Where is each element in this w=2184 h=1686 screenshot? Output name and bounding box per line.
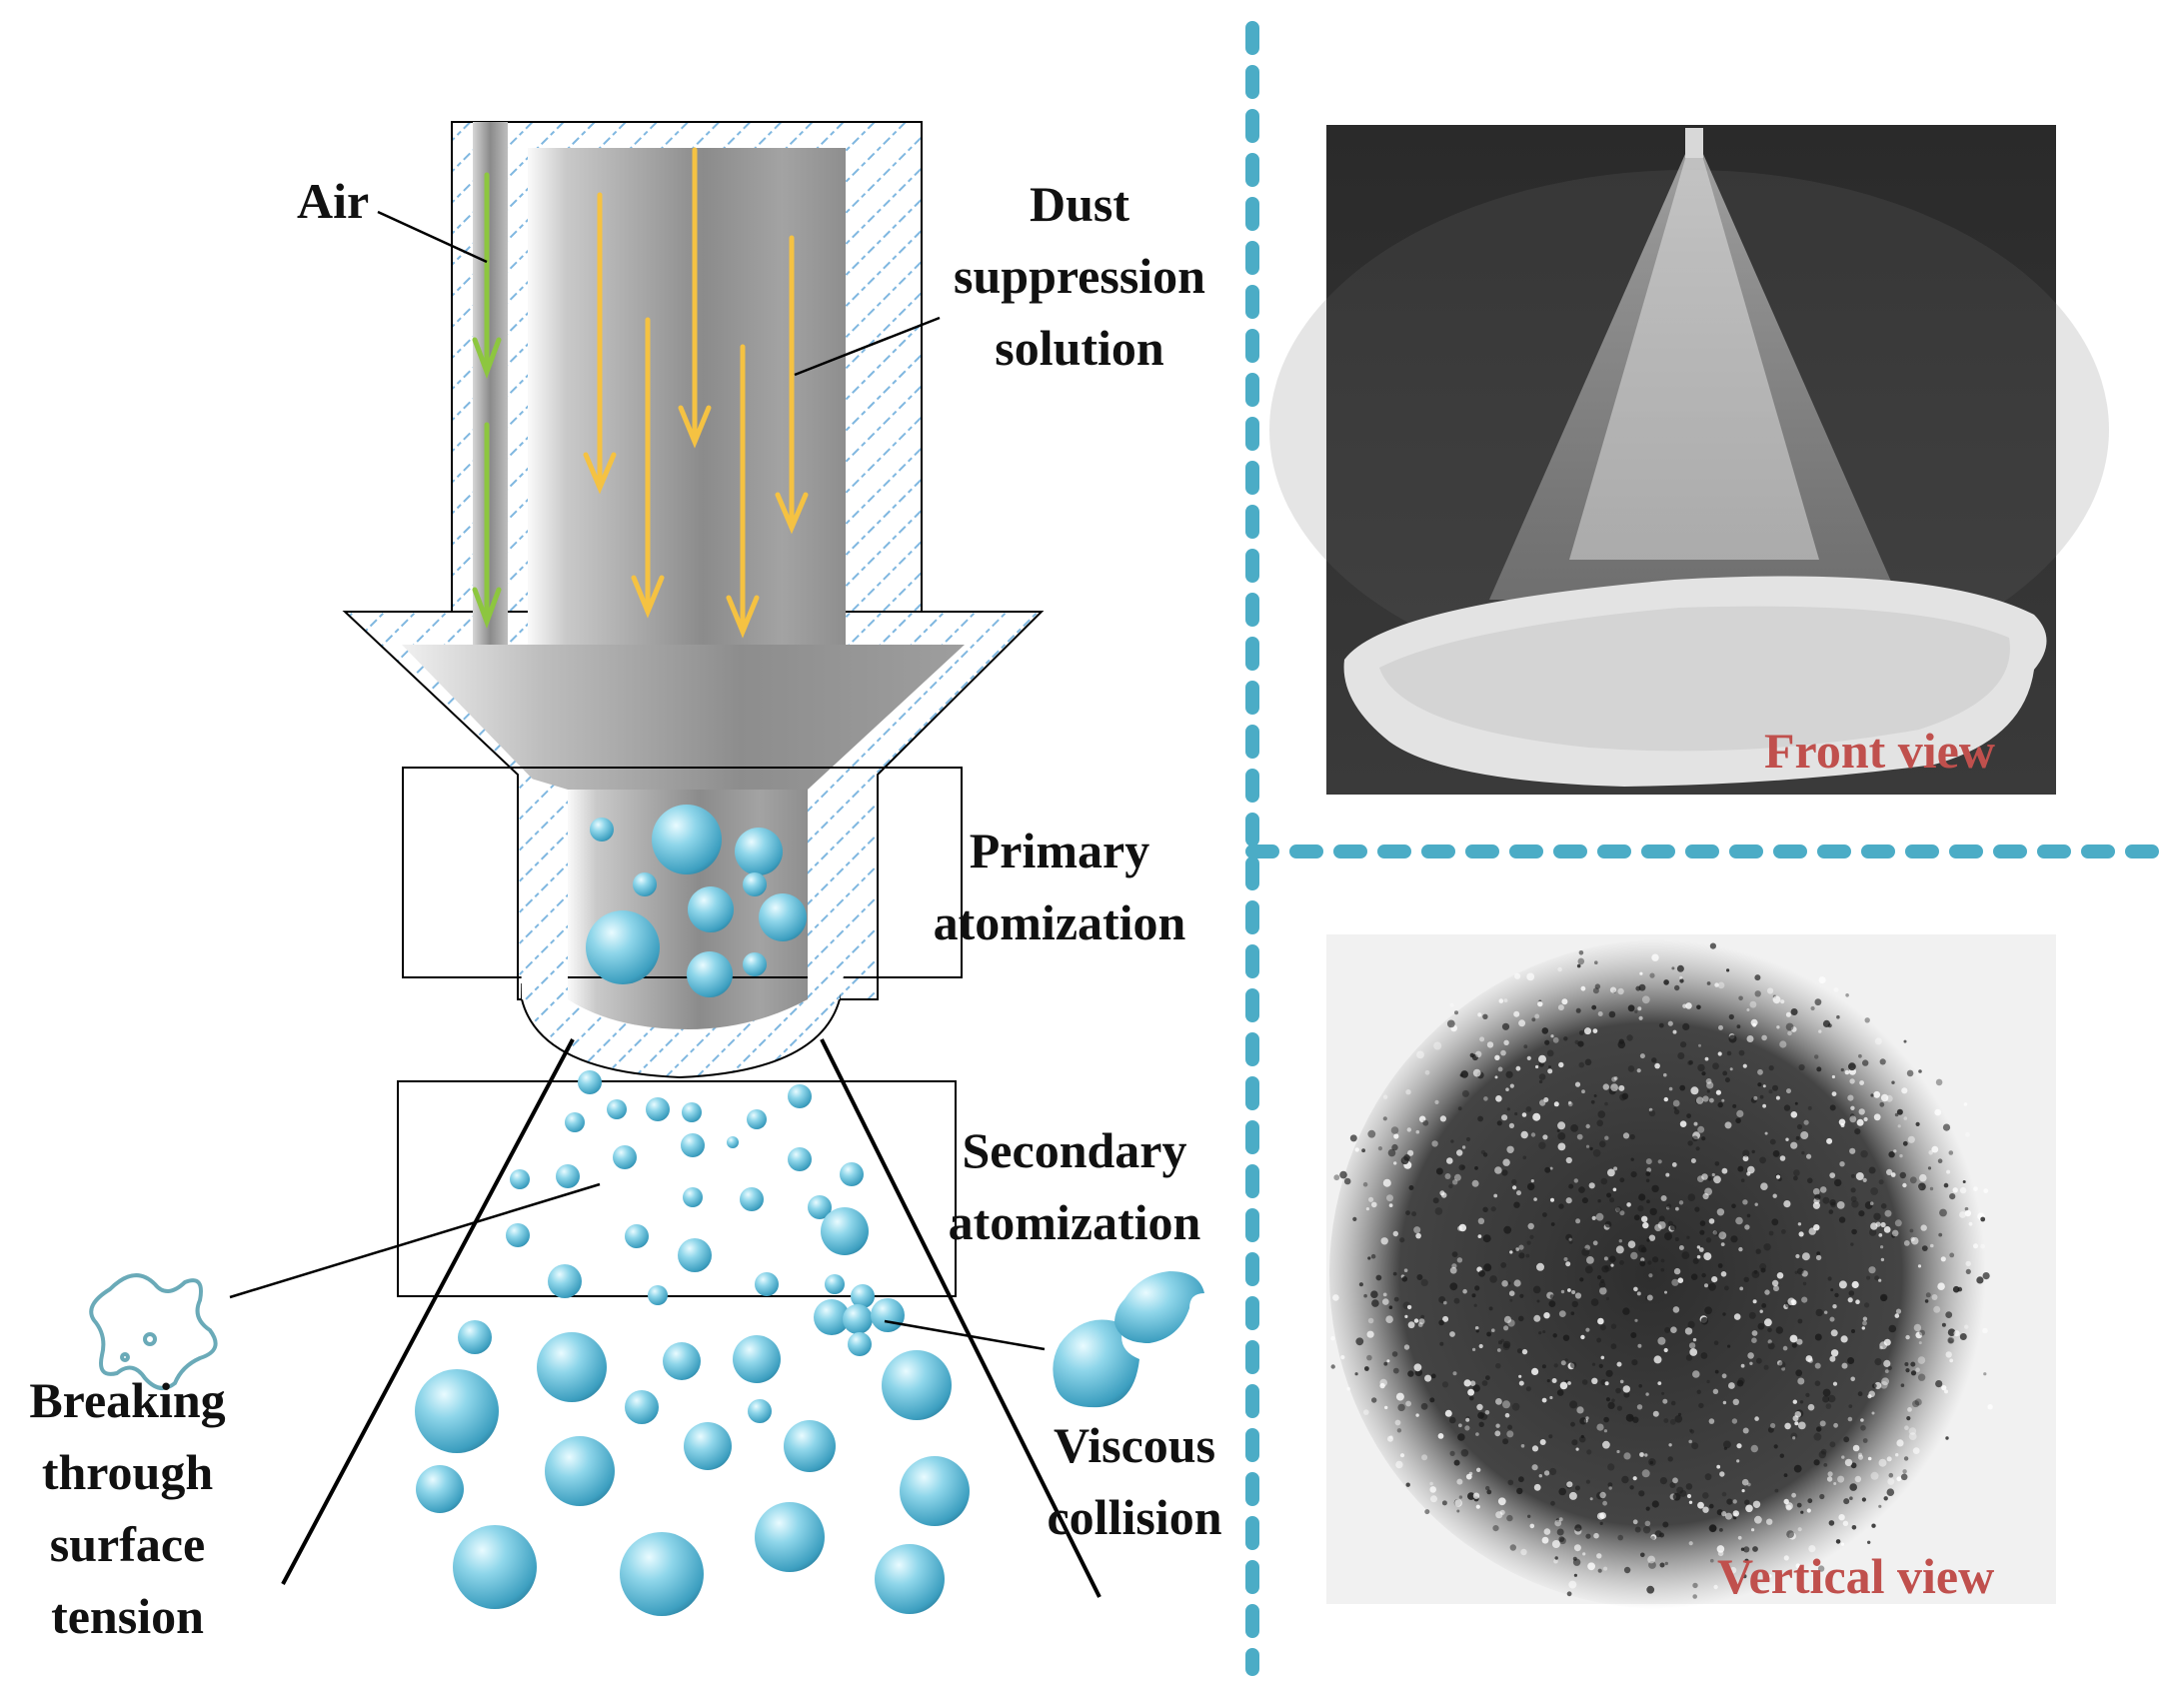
primary-line-2: atomization <box>933 894 1186 950</box>
viscous-collision-icon <box>1053 1271 1204 1408</box>
dust-line-1: Dust <box>1029 176 1130 232</box>
air-label: Air <box>297 173 370 229</box>
viscous-collision-label: Viscous collision <box>1015 1409 1254 1553</box>
breaking-droplet-icon <box>89 1273 218 1390</box>
secondary-atomization-label: Secondary atomization <box>915 1114 1234 1258</box>
secondary-line-1: Secondary <box>962 1122 1187 1178</box>
primary-box <box>402 767 963 978</box>
viscous-line-1: Viscous <box>1053 1417 1216 1473</box>
front-view-photo <box>1269 125 2109 795</box>
breaking-label: Breaking through surface tension <box>0 1364 255 1652</box>
vertical-view-photo <box>1326 934 2056 1609</box>
spray-droplets <box>415 1320 970 1616</box>
spray-cone-right <box>820 1038 1101 1598</box>
secondary-line-2: atomization <box>948 1194 1201 1250</box>
breaking-line-1: Breaking <box>29 1372 226 1428</box>
viscous-line-2: collision <box>1047 1489 1222 1545</box>
breaking-line-2: through <box>41 1444 214 1500</box>
vertical-view-caption: Vertical view <box>1717 1548 1995 1604</box>
dust-line-2: suppression <box>954 248 1205 304</box>
secondary-droplets <box>506 1070 905 1356</box>
dust-suppression-label: Dust suppression solution <box>925 168 1234 384</box>
breaking-line-4: tension <box>51 1588 204 1644</box>
breaking-line-3: surface <box>49 1516 206 1572</box>
leader-lines <box>229 210 1046 1351</box>
spray-cone-left <box>281 1038 575 1585</box>
secondary-box <box>397 1080 957 1297</box>
dust-line-3: solution <box>995 320 1164 376</box>
air-arrows <box>472 172 502 630</box>
liquid-arrows <box>583 147 809 639</box>
chamber-droplets <box>586 805 807 997</box>
primary-atomization-label: Primary atomization <box>900 815 1219 958</box>
primary-line-1: Primary <box>969 823 1150 878</box>
front-view-caption: Front view <box>1764 723 1995 779</box>
